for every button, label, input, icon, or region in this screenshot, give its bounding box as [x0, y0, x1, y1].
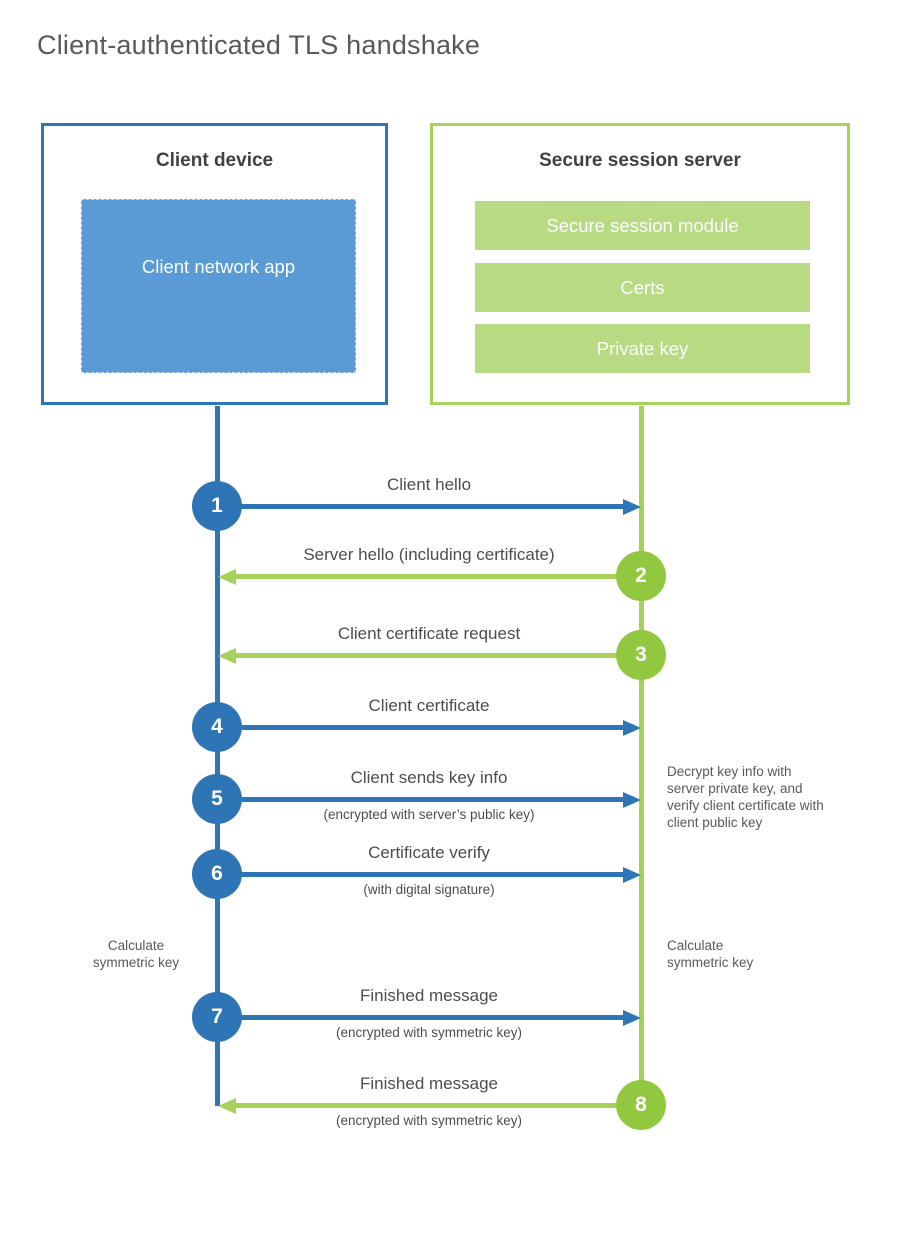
step-3-badge: 3 — [616, 630, 666, 680]
step-7-number: 7 — [211, 1005, 223, 1028]
step-3-number: 3 — [635, 643, 647, 666]
arrow-client-certificate — [218, 719, 641, 736]
sublabel-client-key-info: (encrypted with server’s public key) — [323, 807, 535, 822]
step-8-badge: 8 — [616, 1080, 666, 1130]
arrow-finished-server — [218, 1097, 641, 1114]
page-title: Client-authenticated TLS handshake — [37, 30, 481, 60]
server-module-certs: Certs — [475, 263, 810, 312]
step-6-badge: 6 — [192, 849, 242, 899]
client-network-app-label: Client network app — [141, 256, 296, 278]
sublabel-finished-client: (encrypted with symmetric key) — [335, 1025, 523, 1040]
server-module-secure-session: Secure session module — [475, 201, 810, 250]
arrow-client-certificate-request — [218, 647, 641, 664]
arrow-server-hello — [218, 568, 641, 585]
client-network-app-box: Client network app — [81, 199, 356, 373]
sublabel-certificate-verify: (with digital signature) — [363, 882, 495, 897]
label-client-key-info: Client sends key info — [350, 768, 508, 787]
label-finished-client: Finished message — [360, 986, 498, 1005]
secure-session-server-box: Secure session server Secure session mod… — [430, 123, 850, 405]
sublabel-finished-server: (encrypted with symmetric key) — [335, 1113, 523, 1128]
label-certificate-verify: Certificate verify — [368, 843, 490, 862]
client-lifeline — [215, 406, 220, 1106]
step-1-number: 1 — [211, 494, 223, 517]
client-device-box: Client device Client network app — [41, 123, 388, 405]
label-client-certificate-request: Client certificate request — [337, 624, 521, 643]
step-2-badge: 2 — [616, 551, 666, 601]
label-server-hello: Server hello (including certificate) — [303, 545, 555, 564]
step-4-badge: 4 — [192, 702, 242, 752]
label-finished-server: Finished message — [360, 1074, 498, 1093]
arrow-certificate-verify — [218, 866, 641, 883]
note-decrypt-key-info: Decrypt key info with server private key… — [667, 764, 824, 830]
client-device-title: Client device — [155, 150, 274, 171]
secure-session-server-title: Secure session server — [539, 150, 741, 171]
arrow-finished-client — [218, 1009, 641, 1026]
server-lifeline — [639, 406, 644, 1106]
arrow-client-key-info — [218, 791, 641, 808]
step-4-number: 4 — [211, 715, 223, 738]
step-7-badge: 7 — [192, 992, 242, 1042]
step-1-badge: 1 — [192, 481, 242, 531]
label-client-certificate: Client certificate — [368, 696, 490, 715]
step-5-badge: 5 — [192, 774, 242, 824]
note-calculate-symmetric-key-server: Calculate symmetric key — [667, 938, 754, 970]
arrow-client-hello — [218, 498, 641, 515]
step-5-number: 5 — [211, 787, 223, 810]
step-8-number: 8 — [635, 1093, 647, 1116]
step-2-number: 2 — [635, 564, 647, 587]
step-6-number: 6 — [211, 862, 223, 885]
server-module-private-key: Private key — [475, 324, 810, 373]
label-client-hello: Client hello — [386, 475, 472, 494]
note-calculate-symmetric-key-client: Calculate symmetric key — [92, 938, 180, 970]
